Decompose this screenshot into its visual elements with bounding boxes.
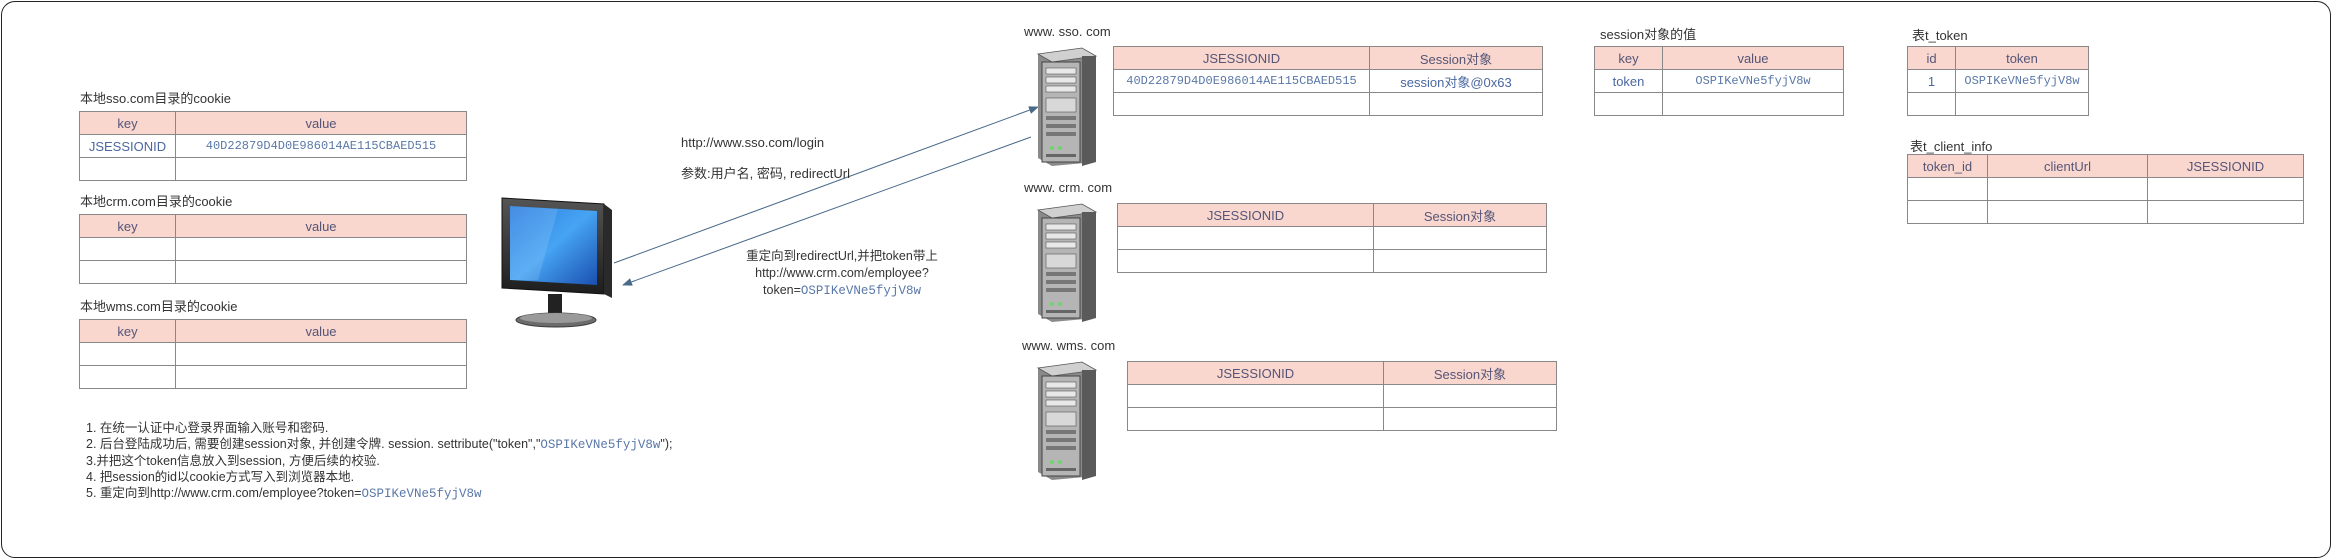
session-values-header-key: key — [1594, 46, 1663, 70]
cookie-wms-header-key: key — [79, 319, 176, 343]
server-tower-icon — [1036, 203, 1098, 322]
table-cell — [1594, 92, 1663, 116]
session-values-header-value: value — [1662, 46, 1844, 70]
table-cell — [1987, 177, 2148, 201]
server-tower-icon — [1036, 47, 1098, 166]
table-token-header-token: token — [1955, 46, 2089, 70]
table-cell — [2147, 200, 2304, 224]
table-token-row-token: OSPIKeVNe5fyjV8w — [1955, 69, 2089, 93]
table-cell — [175, 260, 467, 284]
table-token: id token 1 OSPIKeVNe5fyjV8w — [1907, 46, 2089, 116]
session-values-row-value: OSPIKeVNe5fyjV8w — [1662, 69, 1844, 93]
cookie-sso-row-value: 40D22879D4D0E986014AE115CBAED515 — [175, 134, 467, 158]
table-cell — [2147, 177, 2304, 201]
server-sso-header-jsessionid: JSESSIONID — [1113, 46, 1370, 70]
cookie-wms-table: key value — [79, 319, 467, 389]
table-cell — [1987, 200, 2148, 224]
table-cell — [175, 365, 467, 389]
step-4: 4. 把session的id以cookie方式写入到浏览器本地. — [86, 470, 355, 484]
server-sso-label: www. sso. com — [1024, 24, 1111, 39]
session-values-row-key: token — [1594, 69, 1663, 93]
table-cell — [1117, 226, 1374, 250]
table-token-header-id: id — [1907, 46, 1956, 70]
redirect-note-line2: http://www.crm.com/employee? — [755, 266, 929, 280]
table-cell — [1955, 92, 2089, 116]
table-cell — [1127, 384, 1384, 408]
table-cell — [1117, 249, 1374, 273]
server-crm-header-jsessionid: JSESSIONID — [1117, 203, 1374, 227]
redirect-note-line3: token=OSPIKeVNe5fyjV8w — [722, 282, 962, 300]
server-wms-label: www. wms. com — [1022, 338, 1116, 353]
session-values-title: session对象的值 — [1600, 27, 1697, 42]
table-token-title: 表t_token — [1912, 28, 1968, 43]
cookie-sso-title: 本地sso.com目录的cookie — [80, 91, 231, 106]
table-cell — [1373, 226, 1547, 250]
table-token-row-id: 1 — [1907, 69, 1956, 93]
server-wms-header-session: Session对象 — [1383, 361, 1557, 385]
server-wms-session-table: JSESSIONID Session对象 — [1127, 361, 1557, 431]
table-cell — [1373, 249, 1547, 273]
table-cell — [1383, 384, 1557, 408]
step-5: 5. 重定向到http://www.crm.com/employee?token… — [86, 485, 673, 502]
cookie-crm-title: 本地crm.com目录的cookie — [80, 194, 233, 209]
table-cell — [79, 157, 176, 181]
server-sso-row-session: session对象@0x63 — [1369, 69, 1543, 93]
table-cell — [1907, 92, 1956, 116]
session-values-table: key value token OSPIKeVNe5fyjV8w — [1594, 46, 1844, 116]
redirect-note-token-prefix: token= — [763, 283, 801, 297]
step-2-prefix: 2. 后台登陆成功后, 需要创建session对象, 并创建令牌. sessio… — [86, 437, 541, 451]
cookie-sso-header-value: value — [175, 111, 467, 135]
step-2-token: OSPIKeVNe5fyjV8w — [540, 438, 661, 452]
computer-monitor-icon — [501, 197, 612, 328]
step-1: 1. 在统一认证中心登录界面输入账号和密码. — [86, 421, 329, 435]
table-cell — [1369, 92, 1543, 116]
table-client-info-title: 表t_client_info — [1910, 139, 1993, 154]
step-2: 2. 后台登陆成功后, 需要创建session对象, 并创建令牌. sessio… — [86, 436, 673, 453]
table-client-info-header-token-id: token_id — [1907, 154, 1988, 178]
table-cell — [1907, 177, 1988, 201]
server-crm-header-session: Session对象 — [1373, 203, 1547, 227]
redirect-note-token: OSPIKeVNe5fyjV8w — [800, 284, 921, 298]
table-cell — [175, 157, 467, 181]
table-cell — [79, 260, 176, 284]
step-2-suffix: "); — [660, 437, 673, 451]
redirect-response-arrow — [622, 136, 1032, 286]
server-wms-header-jsessionid: JSESSIONID — [1127, 361, 1384, 385]
table-cell — [1907, 200, 1988, 224]
login-params-label: 参数:用户名, 密码, redirectUrl — [681, 166, 851, 181]
step-3: 3.并把这个token信息放入到session, 方便后续的校验. — [86, 454, 380, 468]
redirect-note: 重定向到redirectUrl,并把token带上 http://www.crm… — [722, 248, 962, 300]
table-cell — [1383, 407, 1557, 431]
step-5-token: OSPIKeVNe5fyjV8w — [361, 487, 482, 501]
login-request-arrow — [613, 106, 1039, 264]
cookie-wms-title: 本地wms.com目录的cookie — [80, 299, 238, 314]
server-crm-session-table: JSESSIONID Session对象 — [1117, 203, 1547, 273]
cookie-crm-table: key value — [79, 214, 467, 284]
server-crm-label: www. crm. com — [1024, 180, 1113, 195]
table-cell — [1113, 92, 1370, 116]
steps-list: 1. 在统一认证中心登录界面输入账号和密码. 2. 后台登陆成功后, 需要创建s… — [86, 420, 673, 502]
redirect-note-line1: 重定向到redirectUrl,并把token带上 — [746, 249, 938, 263]
login-url-label: http://www.sso.com/login — [681, 135, 825, 150]
table-cell — [1127, 407, 1384, 431]
table-client-info-header-client-url: clientUrl — [1987, 154, 2148, 178]
server-tower-icon — [1036, 361, 1098, 480]
step-5-prefix: 5. 重定向到http://www.crm.com/employee?token… — [86, 486, 362, 500]
server-sso-header-session: Session对象 — [1369, 46, 1543, 70]
server-sso-row-jsessionid: 40D22879D4D0E986014AE115CBAED515 — [1113, 69, 1370, 93]
table-client-info-header-jsessionid: JSESSIONID — [2147, 154, 2304, 178]
cookie-crm-header-key: key — [79, 214, 176, 238]
cookie-sso-table: key value JSESSIONID 40D22879D4D0E986014… — [79, 111, 467, 181]
cookie-sso-header-key: key — [79, 111, 176, 135]
table-cell — [175, 342, 467, 366]
server-sso-session-table: JSESSIONID Session对象 40D22879D4D0E986014… — [1113, 46, 1543, 116]
table-cell — [1662, 92, 1844, 116]
table-client-info: token_id clientUrl JSESSIONID — [1907, 154, 2304, 224]
